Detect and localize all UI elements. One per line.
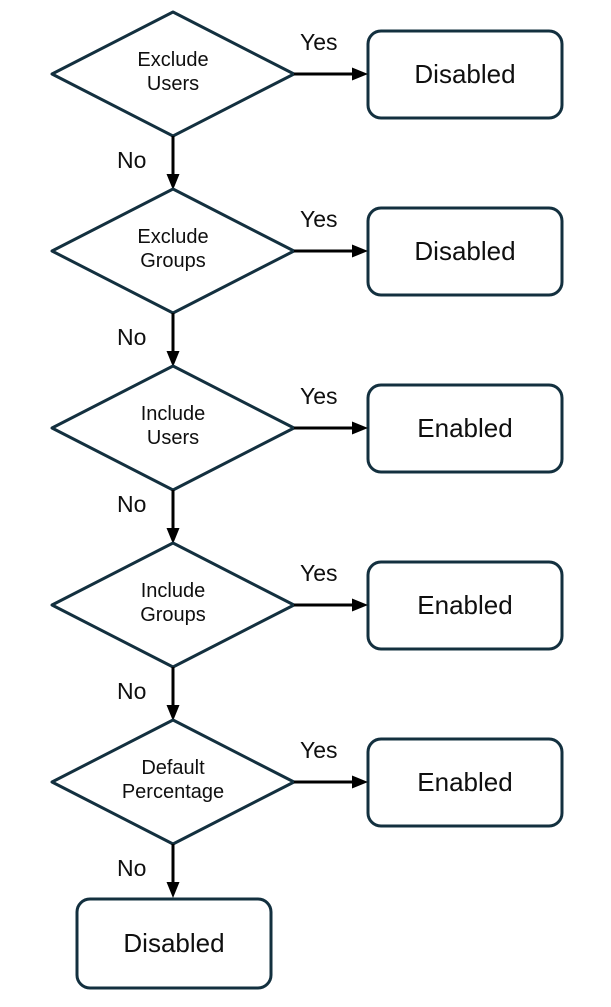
edge-label-yes-default-percentage: Yes — [300, 737, 338, 763]
edge-label-no-exclude-groups: No — [117, 324, 147, 350]
edge-label-yes-include-groups: Yes — [300, 560, 338, 586]
arrowhead-default-percentage-yes — [352, 775, 368, 789]
edge-label-no-include-groups: No — [117, 678, 147, 704]
arrowhead-include-users-yes — [352, 421, 368, 435]
edge-label-no-default-percentage: No — [117, 855, 147, 881]
terminal-box-outcome-2[interactable] — [366, 206, 564, 297]
arrowhead-include-users-no — [166, 528, 180, 544]
decision-diamond-exclude-groups[interactable] — [50, 187, 296, 315]
arrowhead-exclude-users-no — [166, 174, 180, 190]
decision-diamond-include-users[interactable] — [50, 364, 296, 492]
decision-diamond-exclude-users[interactable] — [50, 10, 296, 138]
arrowhead-exclude-groups-yes — [352, 244, 368, 258]
arrowhead-exclude-groups-no — [166, 351, 180, 367]
edge-label-no-exclude-users: No — [117, 147, 147, 173]
edge-label-yes-exclude-groups: Yes — [300, 206, 338, 232]
edge-label-yes-exclude-users: Yes — [300, 29, 338, 55]
decision-diamond-default-percentage[interactable] — [50, 718, 296, 846]
arrowhead-exclude-users-yes — [352, 67, 368, 81]
terminal-box-outcome-3[interactable] — [366, 383, 564, 474]
edge-label-yes-include-users: Yes — [300, 383, 338, 409]
terminal-box-outcome-4[interactable] — [366, 560, 564, 651]
edge-label-no-include-users: No — [117, 491, 147, 517]
decision-diamond-include-groups[interactable] — [50, 541, 296, 669]
terminal-box-outcome-5[interactable] — [366, 737, 564, 828]
terminal-box-outcome-final[interactable] — [75, 897, 273, 990]
arrowhead-include-groups-yes — [352, 598, 368, 612]
arrowhead-default-percentage-no — [166, 882, 180, 898]
terminal-box-outcome-1[interactable] — [366, 29, 564, 120]
arrowhead-include-groups-no — [166, 705, 180, 721]
